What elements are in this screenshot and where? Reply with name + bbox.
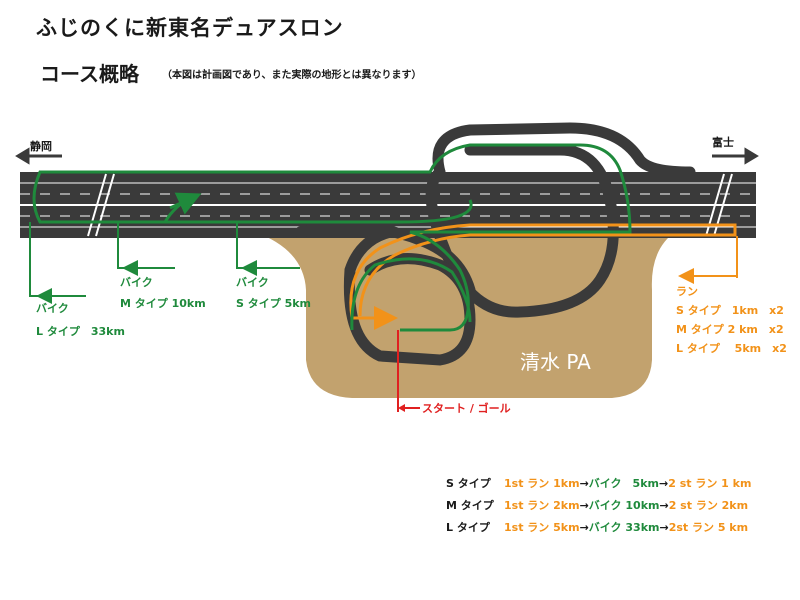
race-types-legend: S タイプ 1st ラン 1km → バイク 5km → 2 st ラン 1 k…: [446, 472, 751, 538]
run-label: ラン S タイプ 1km x2 M タイプ 2 km x2 L タイプ 5km …: [676, 282, 787, 358]
arrow-icon: →: [659, 498, 669, 512]
bike-m-label: バイク M タイプ 10km: [120, 274, 206, 312]
legend-run1: 1st ラン 5km: [504, 521, 580, 534]
bike-routes: [32, 143, 632, 332]
bike-l-label: バイク L タイプ 33km: [36, 300, 125, 340]
bike-m-line2: M タイプ 10km: [120, 297, 206, 310]
legend-type: M タイプ: [446, 499, 494, 512]
arrow-icon: →: [659, 476, 669, 490]
legend-type: S タイプ: [446, 477, 491, 490]
disclaimer-note: （本図は計画図であり、また実際の地形とは異なります）: [162, 70, 422, 81]
page-title: ふじのくに新東名デュアスロン: [36, 16, 344, 40]
arrow-icon: →: [659, 520, 669, 534]
direction-arrows: [15, 147, 759, 165]
legend-row-m: M タイプ 1st ラン 2km → バイク 10km → 2 st ラン 2k…: [446, 494, 751, 516]
arrow-icon: →: [579, 498, 589, 512]
legend-row-l: L タイプ 1st ラン 5km → バイク 33km → 2st ラン 5 k…: [446, 516, 751, 538]
bike-s-label: バイク S タイプ 5km: [236, 274, 311, 312]
bike-l-line1: バイク: [36, 302, 69, 315]
legend-type: L タイプ: [446, 521, 490, 534]
legend-run1: 1st ラン 1km: [504, 477, 580, 490]
arrow-icon: →: [579, 520, 589, 534]
bike-l-line2: L タイプ 33km: [36, 325, 125, 338]
parking-area-label: 清水 PA: [520, 350, 591, 374]
legend-bike: バイク 5km: [588, 477, 659, 490]
bike-s-line1: バイク: [236, 276, 269, 289]
start-goal-label: スタート / ゴール: [422, 402, 511, 415]
bike-m-line1: バイク: [120, 276, 153, 289]
legend-run2: 2st ラン 5 km: [668, 521, 749, 534]
legend-run1: 1st ラン 2km: [504, 499, 580, 512]
legend-run2: 2 st ラン 2km: [668, 499, 749, 512]
course-overview-heading: コース概略: [40, 62, 139, 86]
arrow-icon: →: [579, 476, 589, 490]
run-title: ラン: [676, 285, 698, 298]
legend-bike: バイク 33km: [588, 521, 660, 534]
run-l: L タイプ 5km x2: [676, 342, 787, 355]
legend-bike: バイク 10km: [588, 499, 660, 512]
run-s: S タイプ 1km x2: [676, 304, 784, 317]
direction-label-fuji: 富士: [712, 136, 734, 149]
run-m: M タイプ 2 km x2: [676, 323, 784, 336]
legend-row-s: S タイプ 1st ラン 1km → バイク 5km → 2 st ラン 1 k…: [446, 472, 751, 494]
bike-s-line2: S タイプ 5km: [236, 297, 312, 310]
legend-run2: 2 st ラン 1 km: [668, 477, 752, 490]
direction-label-shizuoka: 静岡: [30, 140, 52, 153]
